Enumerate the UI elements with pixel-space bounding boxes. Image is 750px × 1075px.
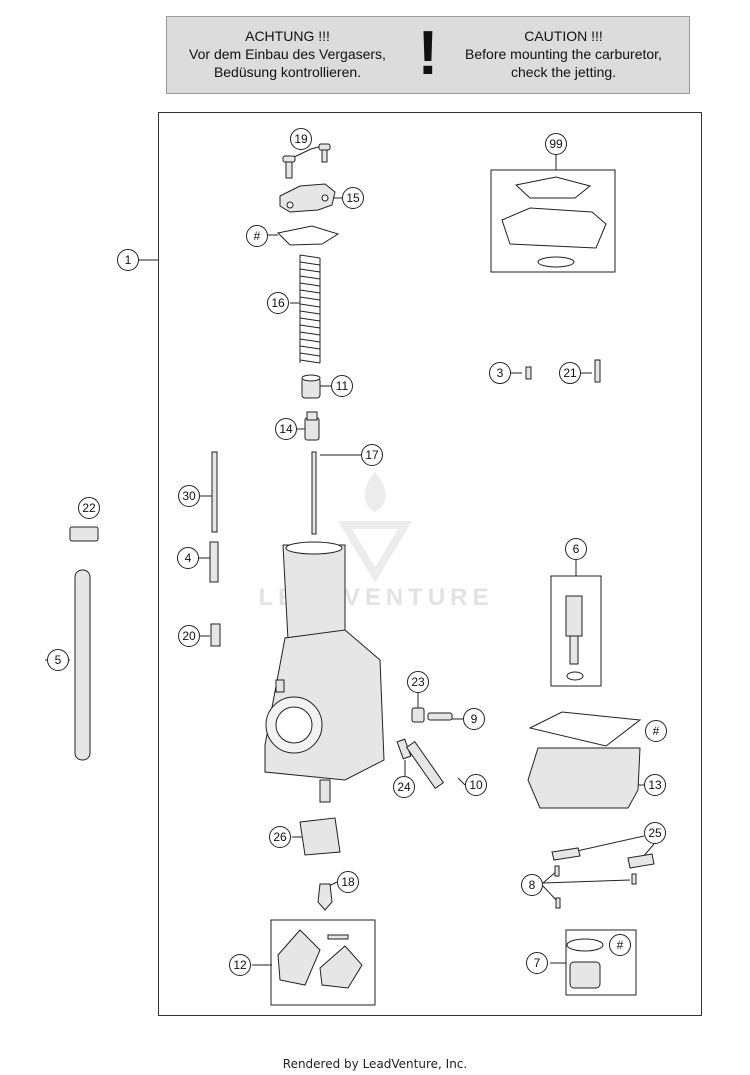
callout-20: 20 [178,625,200,647]
warning-german-line1: Vor dem Einbau des Vergasers, [189,46,386,62]
callout-hash-gasket: # [246,225,268,247]
callout-22: 22 [78,497,100,519]
callout-6: 6 [565,538,587,560]
callout-3: 3 [489,362,511,384]
callout-5: 5 [47,649,69,671]
warning-english: CAUTION !!! Before mounting the carburet… [451,27,676,81]
footer-credit: Rendered by LeadVenture, Inc. [282,1057,468,1071]
assembly-frame [158,112,702,1016]
warning-english-line2: check the jetting. [510,64,617,80]
warning-english-title: CAUTION !!! [524,28,603,44]
callout-11: 11 [331,375,353,397]
callout-21: 21 [559,362,581,384]
callout-17: 17 [361,444,383,466]
callout-24: 24 [393,776,415,798]
callout-9: 9 [463,708,485,730]
warning-german-title: ACHTUNG !!! [245,28,330,44]
callout-30: 30 [178,485,200,507]
callout-14: 14 [275,418,297,440]
warning-german: ACHTUNG !!! Vor dem Einbau des Vergasers… [175,27,400,81]
callout-1: 1 [117,249,139,271]
callout-26: 26 [269,826,291,848]
watermark-logo [337,472,413,583]
callout-hash-plug-gasket: # [609,934,631,956]
callout-19: 19 [290,128,312,150]
callout-8: 8 [521,874,543,896]
callout-13: 13 [644,774,666,796]
warning-german-line2: Bedüsung kontrollieren. [213,64,362,80]
callout-hash-bowl-gasket: # [645,720,667,742]
callout-12: 12 [229,954,251,976]
exclamation-icon: ! [417,19,439,88]
callout-16: 16 [267,292,289,314]
callout-25: 25 [644,822,666,844]
callout-4: 4 [177,547,199,569]
callout-15: 15 [342,187,364,209]
callout-7: 7 [526,952,548,974]
warning-english-line1: Before mounting the carburetor, [465,46,662,62]
callout-23: 23 [407,671,429,693]
callout-10: 10 [465,774,487,796]
warning-banner: ACHTUNG !!! Vor dem Einbau des Vergasers… [166,16,690,94]
callout-99: 99 [545,133,567,155]
callout-18: 18 [337,871,359,893]
